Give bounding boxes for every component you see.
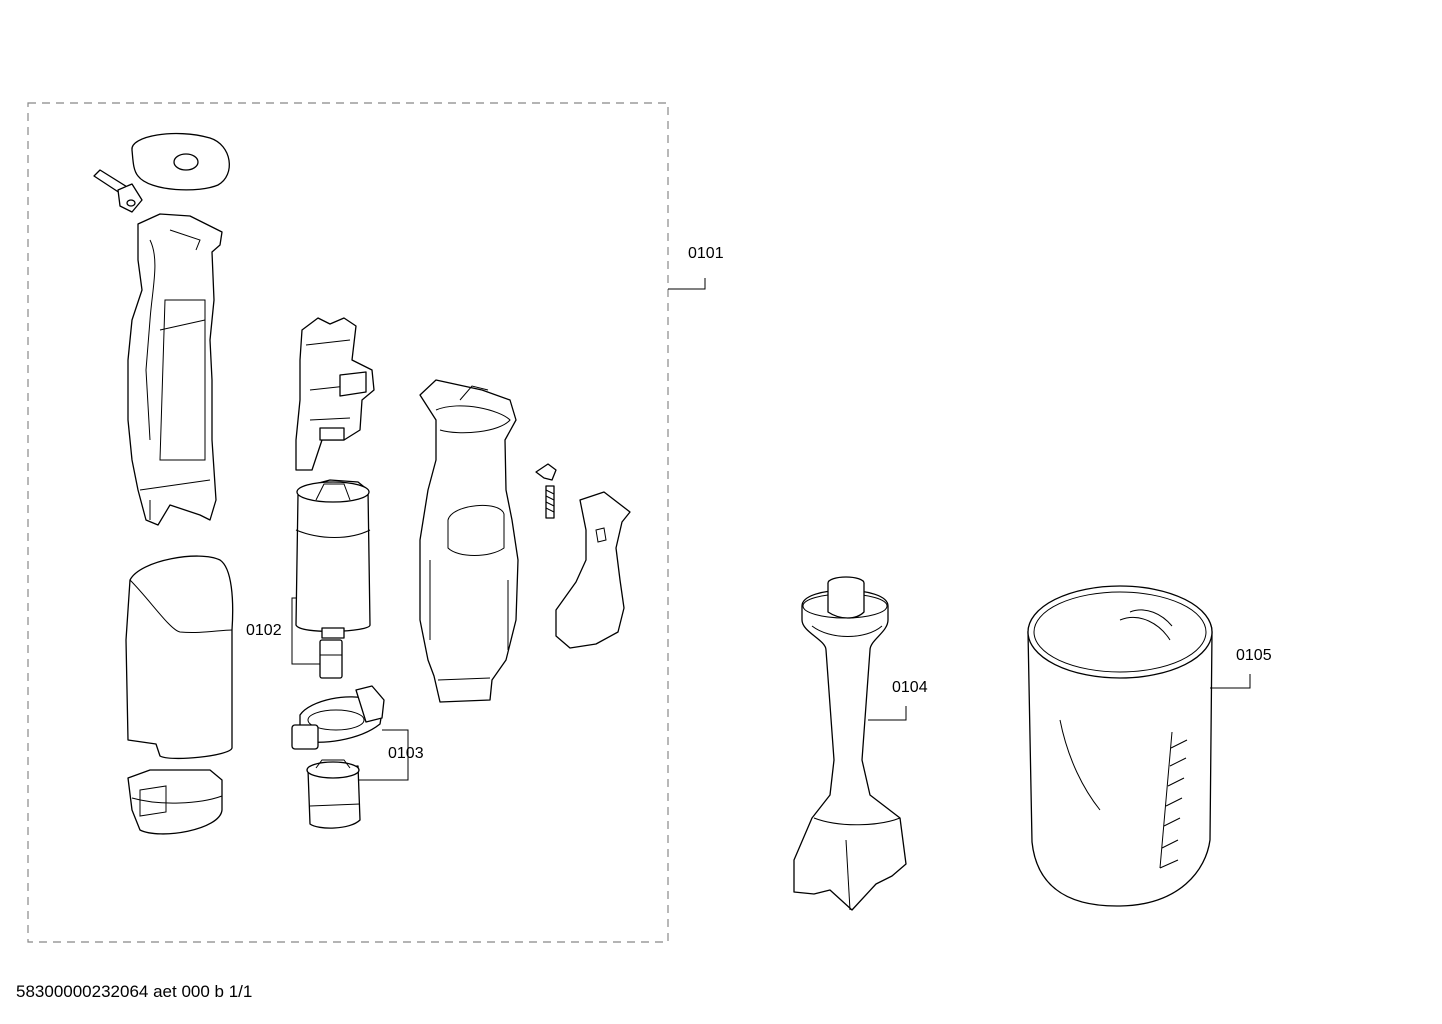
base-adapter: [127, 769, 223, 835]
leader-line-0103: [358, 729, 409, 781]
measuring-beaker: [1027, 585, 1213, 907]
document-code-footer: 58300000232064 aet 000 b 1/1: [16, 982, 253, 1001]
leader-line-0102: [291, 597, 320, 665]
motor-part: [295, 479, 371, 679]
switch-carrier: [295, 317, 375, 471]
cover-sleeve: [125, 555, 234, 760]
pin-part: [93, 169, 143, 213]
release-button-grip: [555, 491, 631, 649]
rear-housing-shell: [127, 213, 223, 526]
leader-line-0105: [1210, 674, 1251, 689]
label-0104: 0104: [892, 679, 928, 696]
latch-and-spring: [535, 463, 557, 519]
label-0103: 0103: [388, 745, 424, 762]
leader-line-0101: [668, 278, 706, 290]
coupling-ring: [291, 685, 385, 750]
assembly-group-frame: [27, 102, 669, 943]
blender-shaft: [793, 576, 907, 911]
label-0102: 0102: [246, 622, 282, 639]
lens-disc: [131, 132, 230, 191]
leader-line-0104: [868, 706, 907, 721]
front-housing-shell: [419, 379, 519, 703]
drive-coupling: [306, 759, 361, 829]
label-0105: 0105: [1236, 647, 1272, 664]
label-0101: 0101: [688, 245, 724, 262]
